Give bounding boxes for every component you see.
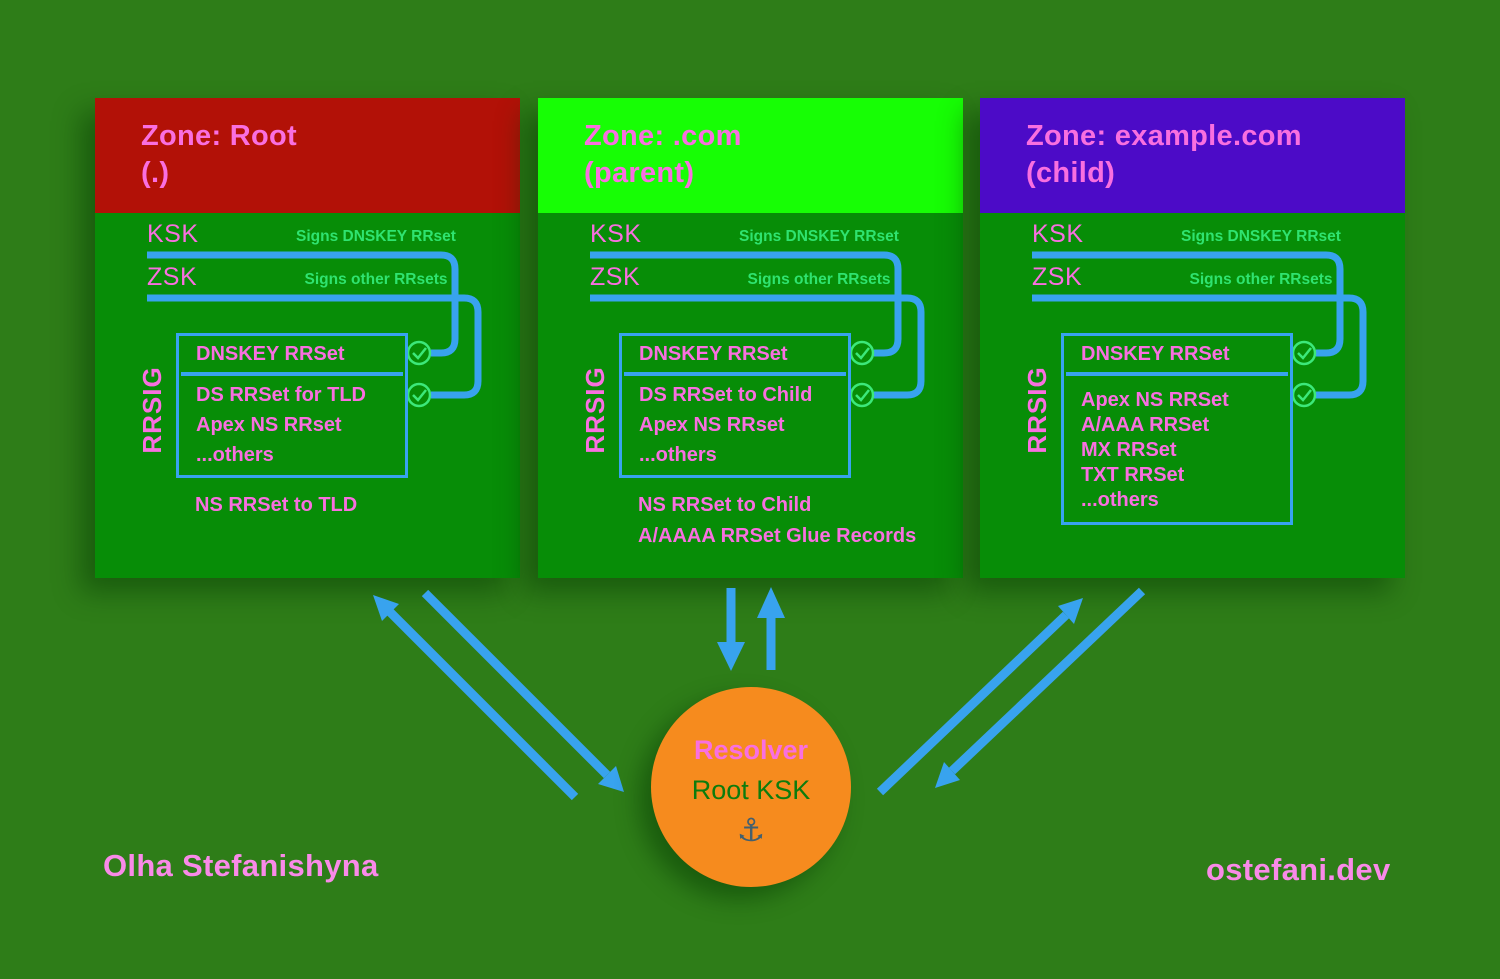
rrsig-label: RRSIG (137, 366, 167, 454)
box-divider (1066, 372, 1288, 376)
zone-com-header: Zone: .com (parent) (538, 98, 963, 213)
ksk-label: KSK (590, 220, 642, 248)
check-icon (406, 340, 432, 366)
ksk-label: KSK (1032, 220, 1084, 248)
zsk-note: Signs other RRsets (304, 271, 448, 288)
resolver-node: Resolver Root KSK ⚓ (651, 687, 851, 887)
rrset-list: Apex NS RRSet A/AAA RRSet MX RRSet TXT R… (1081, 389, 1229, 511)
zone-root-card: Zone: Root (.) KSK Signs DNSKEY RRset ZS… (95, 98, 520, 578)
rrsig-label: RRSIG (580, 366, 610, 454)
rrset-box: DNSKEY RRSet Apex NS RRSet A/AAA RRSet M… (1061, 333, 1293, 525)
zsk-label: ZSK (147, 263, 198, 291)
zone-root-header: Zone: Root (.) (95, 98, 520, 213)
check-icon (849, 340, 875, 366)
arrow-resolver-to-com (757, 587, 785, 670)
zone-subtitle: (.) (141, 157, 170, 189)
rrset-box: DNSKEY RRSet DS RRSet to Child Apex NS R… (619, 333, 851, 478)
zsk-note: Signs other RRsets (1189, 271, 1333, 288)
ksk-note: Signs DNSKEY RRset (1181, 228, 1341, 245)
unsigned-rrset-list: NS RRSet to Child A/AAAA RRSet Glue Reco… (638, 494, 917, 547)
rrsig-label: RRSIG (1022, 366, 1052, 454)
zone-title: Zone: example.com (1026, 120, 1302, 152)
zsk-note: Signs other RRsets (747, 271, 891, 288)
ksk-note: Signs DNSKEY RRset (296, 228, 456, 245)
arrow-example-to-resolver (935, 587, 1146, 788)
resolver-trust-anchor-label: Root KSK (691, 774, 811, 805)
ksk-note: Signs DNSKEY RRset (739, 228, 899, 245)
check-icon (849, 382, 875, 408)
check-icon (1291, 340, 1317, 366)
resolver-title: Resolver (693, 734, 809, 765)
anchor-icon: ⚓ (736, 811, 766, 848)
arrow-resolver-to-root (373, 595, 579, 801)
check-icon (1291, 382, 1317, 408)
check-icon (406, 382, 432, 408)
dnskey-rrset-title: DNSKEY RRSet (1081, 343, 1230, 365)
rrset-list: DS RRSet for TLD Apex NS RRset ...others (196, 384, 366, 466)
dnskey-rrset-title: DNSKEY RRSet (196, 343, 345, 365)
zsk-label: ZSK (590, 263, 641, 291)
zone-com-card: Zone: .com (parent) KSK Signs DNSKEY RRs… (538, 98, 963, 578)
box-divider (624, 372, 846, 376)
ksk-label: KSK (147, 220, 199, 248)
rrset-list: DS RRSet to Child Apex NS RRset ...other… (639, 384, 813, 466)
dnskey-rrset-title: DNSKEY RRSet (639, 343, 788, 365)
author-credit: Olha Stefanishyna (103, 848, 379, 883)
arrow-resolver-to-example (876, 598, 1083, 796)
zone-title: Zone: .com (584, 120, 742, 152)
zone-subtitle: (child) (1026, 157, 1116, 189)
zone-example-header: Zone: example.com (child) (980, 98, 1405, 213)
rrset-box: DNSKEY RRSet DS RRSet for TLD Apex NS RR… (176, 333, 408, 478)
zone-title: Zone: Root (141, 120, 298, 152)
arrow-com-to-resolver (717, 588, 745, 671)
zone-example-card: Zone: example.com (child) KSK Signs DNSK… (980, 98, 1405, 578)
zsk-label: ZSK (1032, 263, 1083, 291)
unsigned-rrset-list: NS RRSet to TLD (195, 494, 358, 516)
site-credit: ostefani.dev (1206, 852, 1391, 887)
arrow-root-to-resolver (421, 589, 624, 792)
box-divider (181, 372, 403, 376)
zone-subtitle: (parent) (584, 157, 695, 189)
